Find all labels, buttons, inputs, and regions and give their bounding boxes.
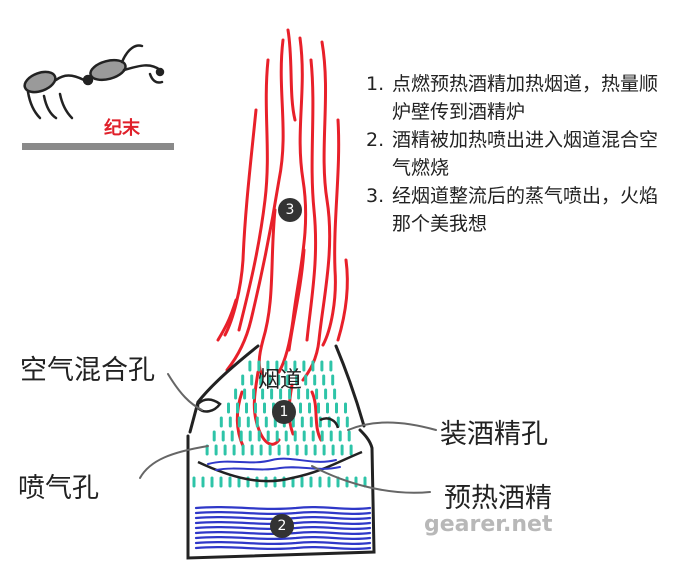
logo-underline [22,143,174,150]
fill-hole-label: 装酒精孔 [440,412,548,451]
flue-label: 烟道 [258,362,302,394]
alcohol-wave [196,542,370,544]
logo-text: 纪末 [104,114,140,140]
step-text: 点燃预热酒精加热烟道，热量顺炉壁传到酒精炉 [392,70,676,126]
steps-list: 1. 点燃预热酒精加热烟道，热量顺炉壁传到酒精炉 2. 酒精被加热喷出进入烟道混… [366,70,676,238]
badge-3: 3 [278,198,302,222]
logo-doodle-icon [22,46,163,118]
watermark: gearer.net [424,512,552,537]
step-number: 3. [366,182,392,238]
step-number: 1. [366,70,392,126]
step-item: 1. 点燃预热酒精加热烟道，热量顺炉壁传到酒精炉 [366,70,676,126]
step-item: 2. 酒精被加热喷出进入烟道混合空气燃烧 [366,126,676,182]
jet-hole-label: 喷气孔 [18,466,99,505]
air-hole-label: 空气混合孔 [20,348,155,387]
step-text: 经烟道整流后的蒸气喷出，火焰那个美我想 [392,182,676,238]
preheat-alcohol-label: 预热酒精 [444,476,552,515]
alcohol-wave [196,507,370,509]
badge-1: 1 [272,400,296,424]
step-item: 3. 经烟道整流后的蒸气喷出，火焰那个美我想 [366,182,676,238]
step-number: 2. [366,126,392,182]
step-text: 酒精被加热喷出进入烟道混合空气燃烧 [392,126,676,182]
alcohol-wave [196,547,370,549]
preheat-alcohol-drawing [208,459,340,470]
badge-2: 2 [270,514,294,538]
